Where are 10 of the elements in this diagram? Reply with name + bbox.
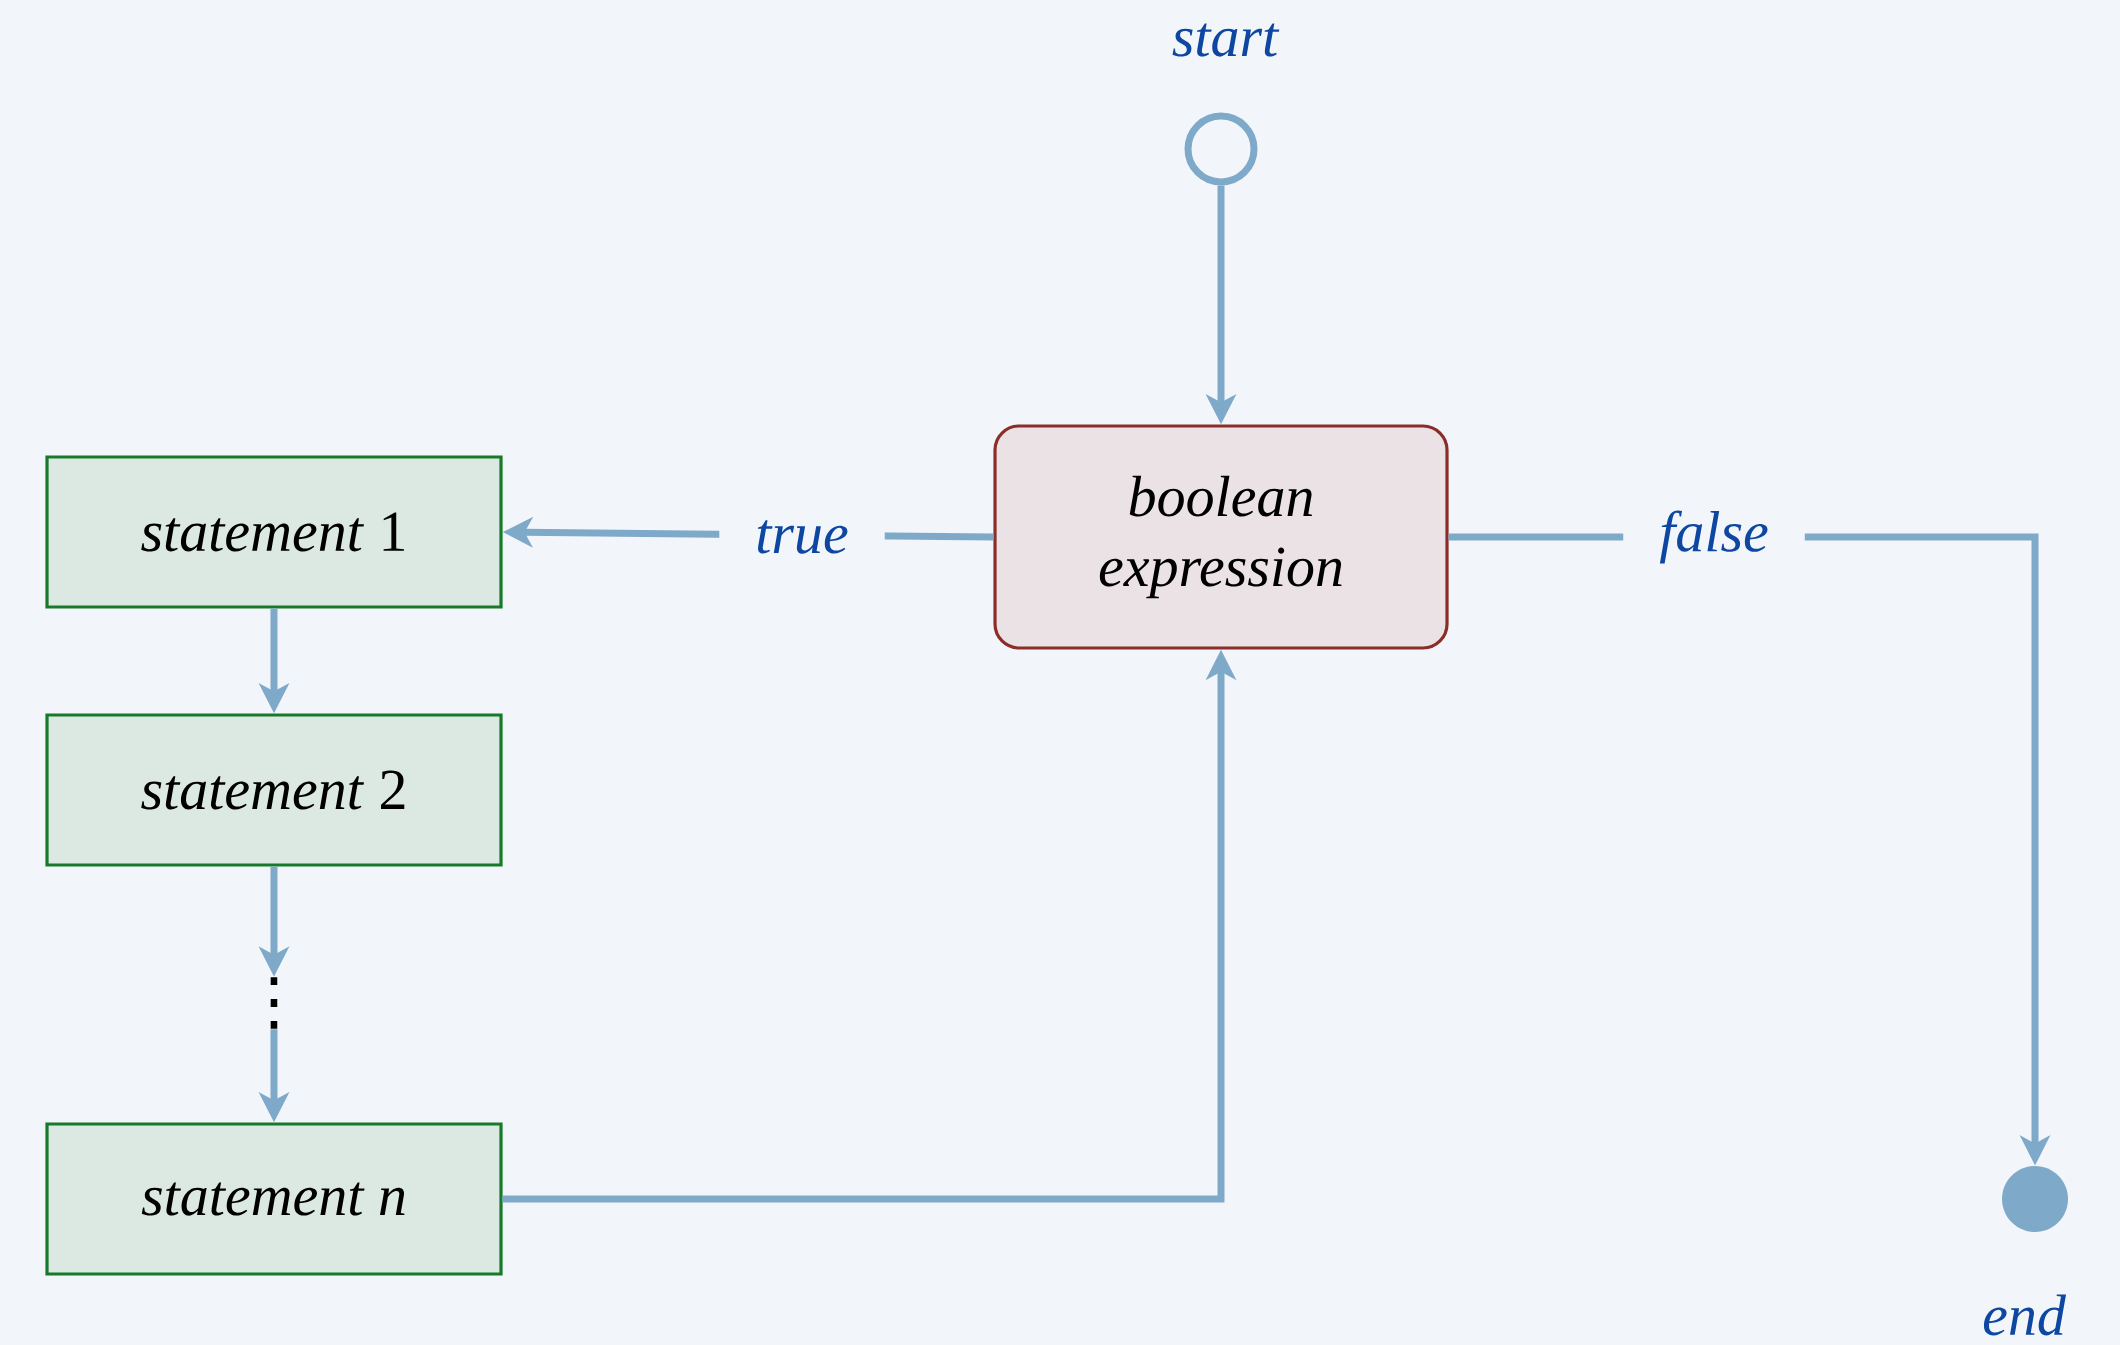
terminal-label: start [1172, 23, 1280, 57]
terminal-label: end [1983, 1294, 2067, 1336]
statement-box: statement 2 [45, 713, 503, 867]
end-dot [2002, 1166, 2068, 1232]
statement-box: statement n [45, 1122, 503, 1276]
statement-box: statement 1 [45, 455, 503, 609]
vertical-ellipsis: ⋮ [270, 977, 278, 1029]
condition-box: boolean expression [993, 424, 1449, 650]
edge-label: true [719, 513, 885, 561]
edge-label: false [1623, 503, 1805, 571]
